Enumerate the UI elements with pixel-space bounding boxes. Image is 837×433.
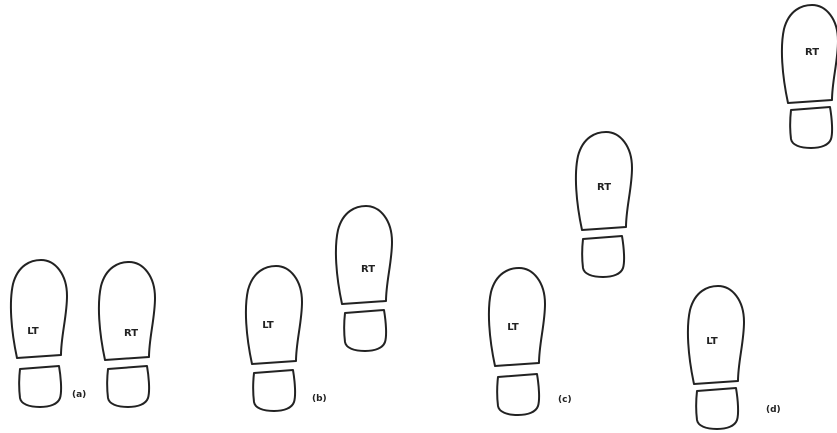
footprint-right: RT: [782, 5, 837, 148]
heel-outline: [497, 374, 539, 415]
heel-outline: [19, 366, 61, 407]
group-b: LT RT (b): [246, 206, 392, 411]
foot-label: LT: [262, 320, 274, 331]
foot-label: LT: [706, 336, 718, 347]
heel-outline: [344, 310, 386, 351]
heel-outline: [696, 388, 738, 429]
foot-label: RT: [361, 264, 375, 275]
sole-outline: [489, 268, 545, 366]
sole-outline: [11, 260, 67, 358]
footprint-left: LT: [688, 286, 744, 429]
sole-outline: [688, 286, 744, 384]
foot-label: RT: [597, 182, 611, 193]
sole-outline: [576, 132, 632, 230]
foot-label: RT: [124, 328, 138, 339]
foot-label: RT: [805, 47, 819, 58]
caption-a: (a): [72, 390, 86, 400]
sole-outline: [99, 262, 155, 360]
group-c: LT RT (c): [489, 132, 632, 415]
sole-outline: [246, 266, 302, 364]
caption-c: (c): [558, 395, 572, 405]
footprint-left: LT: [489, 268, 545, 415]
footprint-left: LT: [246, 266, 302, 411]
heel-outline: [790, 107, 832, 148]
footprint-right: RT: [576, 132, 632, 277]
heel-outline: [582, 236, 624, 277]
caption-b: (b): [312, 394, 327, 404]
group-a: LT RT (a): [11, 260, 155, 407]
heel-outline: [107, 366, 149, 407]
footprint-left: LT: [11, 260, 67, 407]
caption-d: (d): [766, 405, 781, 415]
footprint-right: RT: [336, 206, 392, 351]
heel-outline: [253, 370, 295, 411]
foot-label: LT: [27, 326, 39, 337]
group-d: LT RT (d): [688, 5, 837, 429]
footprint-right: RT: [99, 262, 155, 407]
sole-outline: [336, 206, 392, 304]
foot-label: LT: [507, 322, 519, 333]
